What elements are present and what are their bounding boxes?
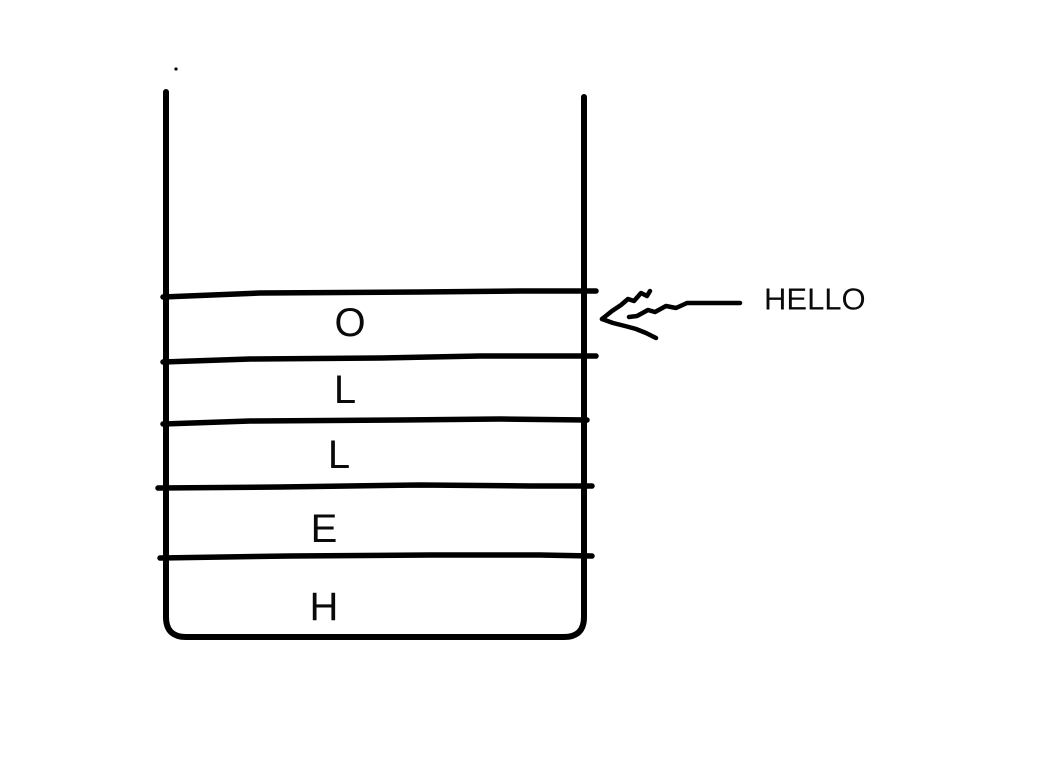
stack-item-label: H [309,585,339,629]
stack-container-outline [163,89,587,640]
stack-separator-5 [157,552,595,561]
arrow-to-stack-top-icon [599,288,743,341]
arrow-shaft [626,300,743,320]
arrow-head-upper-barb [599,288,653,322]
arrow-head-lower-barb [599,316,659,341]
stack-item-label: O [334,301,366,345]
stack-item-label: L [327,433,351,477]
annotation-label: HELLO [764,281,866,317]
stack-separator-4 [155,482,595,491]
stack-item-label: E [310,507,338,551]
stack-separator-2 [160,353,599,365]
stray-dot [174,67,178,71]
stack-separator-3 [160,416,590,427]
stack-separator-1 [160,288,599,300]
stack-item-label: L [333,368,357,412]
